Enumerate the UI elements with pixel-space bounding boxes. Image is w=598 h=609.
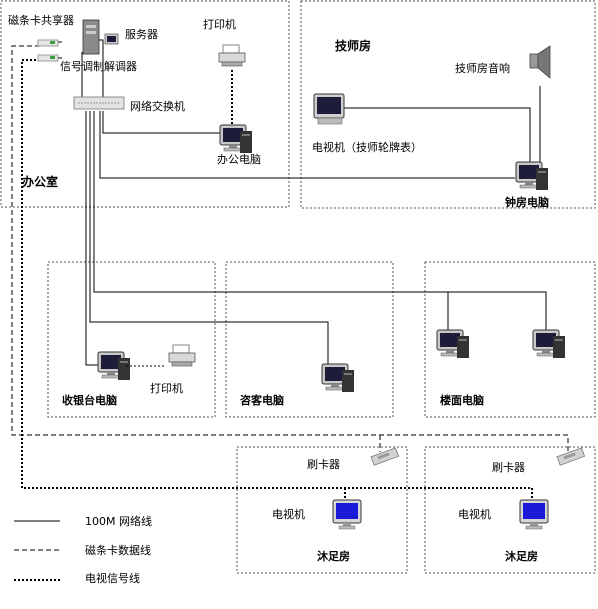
server-label: 服务器 <box>125 28 158 41</box>
foot-tv-2-label: 电视机 <box>458 507 491 521</box>
server-icon <box>82 19 119 55</box>
floor-room-box <box>424 261 596 418</box>
cashier-pc-icon <box>97 351 131 381</box>
bell-pc-icon <box>515 161 549 191</box>
cashier-room-box <box>47 261 216 418</box>
office-room-label: 办公室 <box>22 174 58 189</box>
legend: 100M 网络线 磁条卡数据线 电视信号线 <box>14 514 152 585</box>
tech-tv-label: 电视机（技师轮牌表） <box>312 140 422 154</box>
switch-label: 网络交换机 <box>130 99 185 113</box>
card-data-cables <box>11 45 569 452</box>
legend-card-label: 磁条卡数据线 <box>85 543 151 557</box>
speaker-label: 技师房音响 <box>455 61 510 75</box>
legend-tv-label: 电视信号线 <box>85 571 140 585</box>
modem-icon <box>37 54 59 62</box>
tv-signal-cables <box>21 59 533 500</box>
floor-room-label: 楼面电脑 <box>440 393 484 407</box>
cashier-printer-label: 打印机 <box>150 381 183 395</box>
cashier-room-label: 收银台电脑 <box>62 393 117 407</box>
office-pc-label: 办公电脑 <box>217 153 261 166</box>
technician-room-label: 技师房 <box>335 38 371 53</box>
foot-room-1-label: 沐足房 <box>317 549 350 563</box>
foot-room-2-box <box>424 446 596 574</box>
cashier-printer-icon <box>168 344 196 367</box>
floor-pc-2-icon <box>532 329 566 359</box>
office-room-box <box>0 0 290 208</box>
legend-network-label: 100M 网络线 <box>85 514 152 528</box>
foot-tv-2-icon <box>519 499 549 530</box>
floor-pc-1-icon <box>436 329 470 359</box>
speaker-icon <box>529 45 551 79</box>
foot-room-1-box <box>236 446 408 574</box>
tech-tv-icon <box>313 93 345 125</box>
guest-room-box <box>225 261 394 418</box>
network-cables <box>55 39 547 366</box>
card-reader-2-icon <box>556 447 586 466</box>
card-sharer-label: 磁条卡共享器 <box>8 13 74 27</box>
guest-room-label: 咨客电脑 <box>240 393 284 407</box>
office-printer-label: 打印机 <box>203 17 236 31</box>
card-reader-1-label: 刷卡器 <box>307 458 340 471</box>
foot-tv-1-icon <box>332 499 362 530</box>
guest-pc-icon <box>321 363 355 393</box>
modem-label: 信号调制解调器 <box>60 59 137 73</box>
bell-pc-label: 钟房电脑 <box>505 195 549 209</box>
office-pc-icon <box>219 124 253 154</box>
card-reader-2-label: 刷卡器 <box>492 461 525 474</box>
foot-room-2-label: 沐足房 <box>505 549 538 563</box>
office-printer-icon <box>218 44 246 67</box>
card-sharer-icon <box>37 39 59 47</box>
switch-icon <box>73 96 125 110</box>
foot-tv-1-label: 电视机 <box>272 507 305 521</box>
card-reader-1-icon <box>370 447 400 466</box>
technician-room-box <box>300 0 596 209</box>
